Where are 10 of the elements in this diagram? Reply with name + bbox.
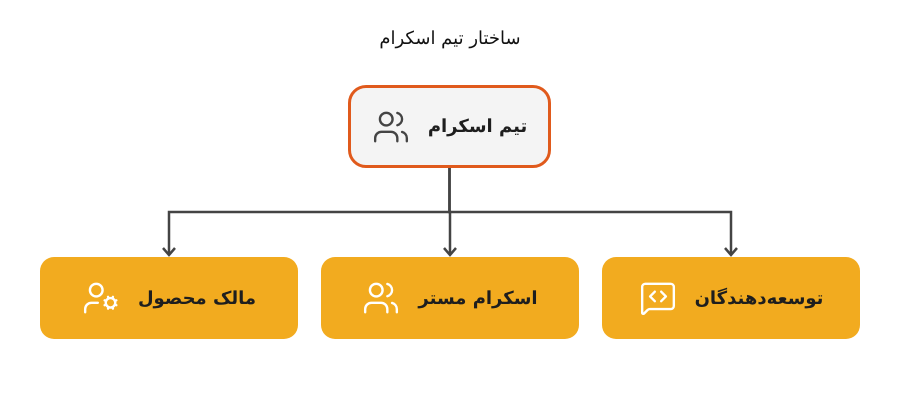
node-label: اسکرام مستر [418, 288, 538, 308]
team-box [348, 85, 551, 168]
arrow [162, 168, 451, 256]
diagram-title: ساختار تیم اسکرام [378, 28, 522, 49]
node-label: تیم اسکرام [428, 116, 528, 137]
role-box [40, 257, 298, 339]
node-label: توسعه‌دهندگان [694, 288, 824, 308]
role-box [602, 257, 860, 339]
role-box [321, 257, 579, 339]
node-label: مالک محصول [138, 288, 256, 308]
